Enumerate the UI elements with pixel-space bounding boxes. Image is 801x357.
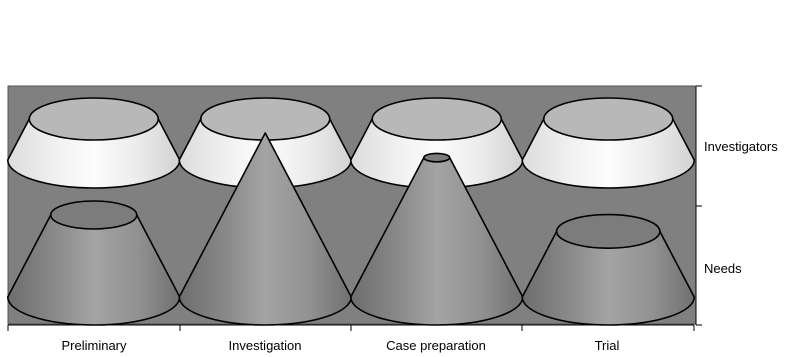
series-label-needs: Needs [704,261,742,276]
cone-investigators-top [371,97,503,141]
cone-investigators-body [521,118,696,189]
cone-investigators [521,97,696,189]
cone-investigators-top [542,97,674,141]
cone-needs-top [423,152,451,163]
cone-investigators [6,97,181,189]
axes [7,85,702,331]
cone-needs-top [555,213,661,249]
category-label: Preliminary [61,338,127,353]
cone-needs [6,200,181,326]
category-label: Case preparation [386,338,486,353]
category-label: Trial [595,338,620,353]
cone-needs [521,213,696,326]
category-label: Investigation [229,338,302,353]
series-label-investigators: Investigators [704,139,778,154]
cone-group [6,97,696,326]
cone-investigators-body [6,118,181,189]
cone-needs-top [49,200,138,230]
cone-investigators-top [28,97,160,141]
